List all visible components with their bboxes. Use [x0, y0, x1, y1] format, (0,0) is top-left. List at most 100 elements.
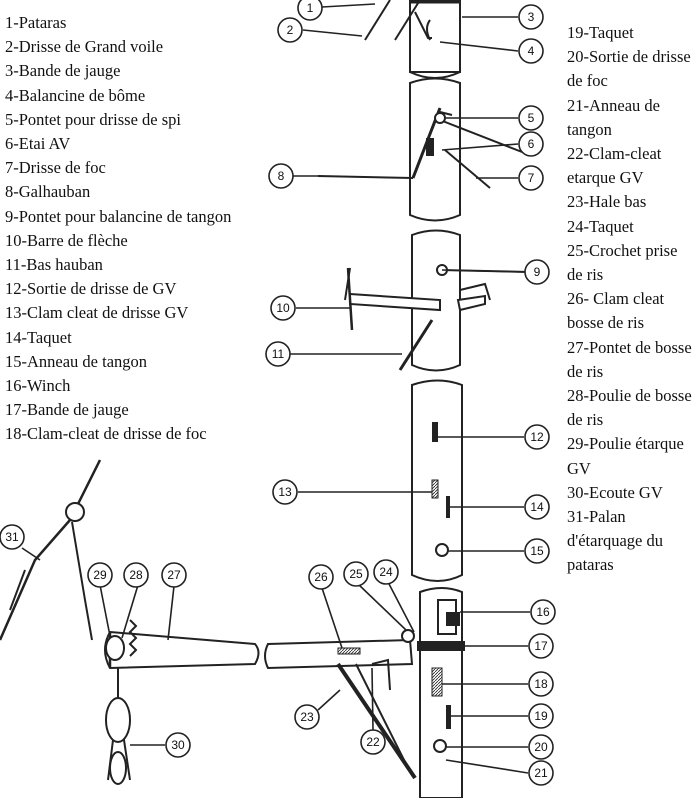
svg-text:18: 18 — [534, 677, 548, 691]
svg-text:14: 14 — [530, 500, 544, 514]
callout-17: 17 — [528, 633, 554, 659]
legend-item: 16-Winch — [5, 376, 71, 396]
svg-text:6: 6 — [528, 137, 535, 151]
cleat-mast-foot — [446, 705, 451, 729]
svg-text:5: 5 — [528, 111, 535, 125]
svg-text:12: 12 — [530, 430, 544, 444]
legend-item: 24-Taquet — [567, 216, 634, 236]
clam-cleat-jib — [431, 667, 443, 697]
legend-item: 15-Anneau de tangon — [5, 351, 148, 371]
callout-18: 18 — [528, 671, 554, 697]
spinnaker-eye — [434, 112, 446, 124]
svg-text:20: 20 — [534, 740, 548, 754]
legend-item: 31-Palan d'étarquage du pataras — [567, 507, 663, 575]
svg-text:9: 9 — [534, 265, 541, 279]
callout-8: 8 — [268, 163, 294, 189]
legend-item: 28-Poulie de bosse de ris — [567, 386, 692, 430]
mainsheet-block — [105, 635, 125, 661]
backstay-block — [65, 502, 85, 522]
svg-text:25: 25 — [349, 567, 363, 581]
legend-item: 10-Barre de flèche — [5, 230, 128, 250]
legend-item: 9-Pontet pour balancine de tangon — [5, 206, 232, 226]
svg-text:11: 11 — [272, 347, 285, 361]
svg-text:7: 7 — [528, 171, 535, 185]
callout-9: 9 — [524, 259, 550, 285]
svg-text:29: 29 — [93, 568, 107, 582]
legend-item: 26- Clam cleat bosse de ris — [567, 289, 665, 333]
svg-text:1: 1 — [307, 1, 314, 15]
legend-item: 14-Taquet — [5, 327, 72, 347]
callout-10: 10 — [270, 295, 296, 321]
callout-11: 11 — [265, 341, 291, 367]
legend-item: 3-Bande de jauge — [5, 61, 121, 81]
svg-text:15: 15 — [530, 544, 544, 558]
cap-shroud — [317, 175, 414, 179]
callout-31: 31 — [0, 524, 25, 550]
legend-item: 13-Clam cleat de drisse GV — [5, 303, 189, 323]
legend-item: 19-Taquet — [567, 23, 634, 42]
legend-item: 2-Drisse de Grand voile — [5, 37, 164, 57]
legend-item: 30-Ecoute GV — [567, 482, 663, 502]
callout-26: 26 — [308, 564, 334, 590]
callout-12: 12 — [524, 424, 550, 450]
legend-item: 5-Pontet pour drisse de spi — [5, 109, 181, 129]
svg-text:2: 2 — [287, 23, 294, 37]
legend-item: 22-Clam-cleat etarque GV — [567, 144, 662, 188]
legend-item: 11-Bas hauban — [5, 255, 103, 275]
callout-30: 30 — [165, 732, 191, 758]
callout-2: 2 — [277, 17, 303, 43]
legend-item: 8-Galhauban — [5, 182, 91, 202]
callout-19: 19 — [528, 703, 554, 729]
legend-item: 4-Balancine de bôme — [5, 85, 146, 105]
legend-left: 1-Pataras 2-Drisse de Grand voile 3-Band… — [5, 11, 231, 447]
callout-16: 16 — [530, 599, 556, 625]
svg-text:21: 21 — [534, 766, 548, 780]
mainsheet-tackle — [105, 697, 131, 743]
svg-text:26: 26 — [314, 570, 328, 584]
callout-15: 15 — [524, 538, 550, 564]
svg-text:23: 23 — [300, 710, 314, 724]
spreader — [346, 267, 486, 331]
svg-text:31: 31 — [5, 530, 19, 544]
clam-cleat-reef — [337, 647, 361, 655]
callout-27: 27 — [161, 562, 187, 588]
callout-29: 29 — [87, 562, 113, 588]
svg-text:4: 4 — [528, 44, 535, 58]
legend-item: 12-Sortie de drisse de GV — [5, 279, 177, 299]
boom-aft — [104, 630, 260, 670]
callout-3: 3 — [518, 4, 544, 30]
legend-item: 18-Clam-cleat de drisse de foc — [5, 424, 207, 444]
callout-21: 21 — [528, 760, 554, 786]
svg-text:8: 8 — [278, 169, 285, 183]
pole-ring — [435, 543, 449, 557]
legend-item: 27-Pontet de bosse de ris — [567, 337, 692, 381]
callout-7: 7 — [518, 165, 544, 191]
legend-item: 20-Sortie de drisse de foc — [567, 47, 691, 91]
callout-13: 13 — [272, 479, 298, 505]
legend-item: 21-Anneau de tangon — [567, 95, 661, 139]
legend-item: 7-Drisse de foc — [5, 158, 106, 178]
callout-14: 14 — [524, 494, 550, 520]
vang — [336, 662, 417, 780]
forestay — [439, 119, 523, 153]
svg-text:16: 16 — [536, 605, 550, 619]
mainsail-halyard-exit — [432, 422, 438, 442]
callout-6: 6 — [518, 131, 544, 157]
legend-item: 1-Pataras — [5, 13, 67, 32]
legend-item: 29-Poulie étarque GV — [567, 434, 684, 478]
lower-shroud — [398, 319, 434, 371]
callout-28: 28 — [123, 562, 149, 588]
svg-text:22: 22 — [366, 735, 380, 749]
jib-halyard-exit — [426, 138, 434, 156]
svg-text:27: 27 — [167, 568, 181, 582]
backstay-wire — [364, 0, 391, 41]
svg-text:13: 13 — [278, 485, 292, 499]
svg-text:30: 30 — [171, 738, 185, 752]
svg-text:28: 28 — [129, 568, 143, 582]
legend-item: 25-Crochet prise de ris — [567, 240, 678, 285]
legend-item: 17-Bande de jauge — [5, 400, 129, 420]
mast-section-top — [409, 0, 461, 79]
clam-cleat-mainsail — [431, 479, 439, 499]
pole-ring-foot — [433, 739, 447, 753]
